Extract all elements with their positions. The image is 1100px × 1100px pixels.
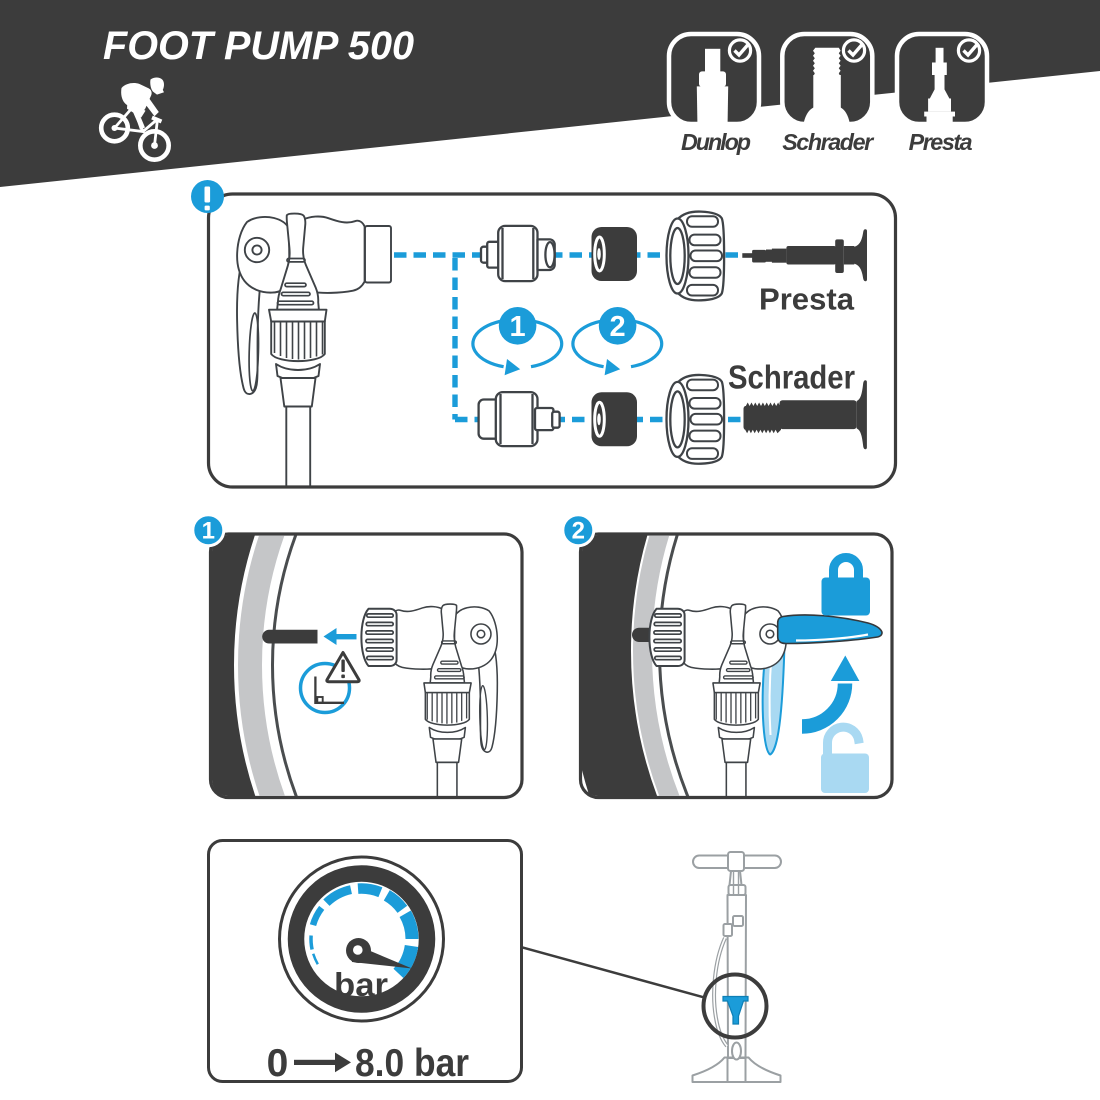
svg-text:FOOT PUMP 500: FOOT PUMP 500 <box>103 24 414 68</box>
svg-text:2: 2 <box>610 311 626 343</box>
svg-text:1: 1 <box>510 311 526 343</box>
svg-text:1: 1 <box>202 518 215 545</box>
svg-text:Presta: Presta <box>759 281 855 316</box>
svg-text:Dunlop: Dunlop <box>681 129 751 155</box>
svg-text:Presta: Presta <box>909 129 973 155</box>
svg-text:2: 2 <box>572 518 585 545</box>
svg-text:8.0 bar: 8.0 bar <box>355 1042 469 1085</box>
svg-text:bar: bar <box>334 966 388 1003</box>
svg-text:Schrader: Schrader <box>728 358 855 395</box>
svg-text:0: 0 <box>267 1042 289 1085</box>
svg-text:Schrader: Schrader <box>782 129 875 155</box>
